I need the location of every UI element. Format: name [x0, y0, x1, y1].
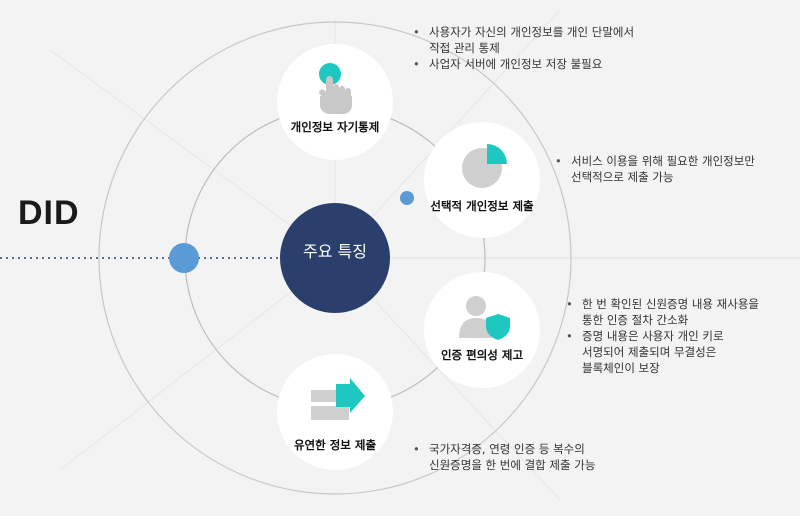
radial-line [59, 257, 336, 471]
center-label: 주요 특징 [303, 242, 367, 261]
list-item: 국가자격증, 연령 인증 등 복수의 신원증명을 한 번에 결합 제출 가능 [411, 441, 691, 473]
bullet-list-self-control: 사용자가 자신의 개인정보를 개인 단말에서 직접 관리 통제 사업자 서버에 … [411, 24, 691, 72]
list-item: 사용자가 자신의 개인정보를 개인 단말에서 직접 관리 통제 [411, 24, 691, 56]
radial-line [49, 49, 336, 259]
bullet-list-selective-submission: 서비스 이용을 위해 필요한 개인정보만 선택적으로 제출 가능 [553, 153, 793, 185]
center-circle [280, 203, 390, 313]
ring-dot-small [400, 191, 414, 205]
user-shield-icon [459, 296, 510, 340]
hand-pointer-icon [319, 63, 352, 114]
list-item: 사업자 서버에 개인정보 저장 불필요 [411, 56, 691, 72]
feature-label-selective-submission: 선택적 개인정보 제출 [430, 199, 534, 213]
arrow-forward-icon [311, 378, 365, 420]
feature-label-flexible-submission: 유연한 정보 제출 [293, 438, 377, 452]
list-item: 서비스 이용을 위해 필요한 개인정보만 선택적으로 제출 가능 [553, 153, 793, 185]
bullet-list-auth-convenience: 한 번 확인된 신원증명 내용 재사용을 통한 인증 절차 간소화 증명 내용은… [564, 296, 794, 376]
ring-dot-large [169, 243, 199, 273]
did-title: DID [18, 194, 80, 232]
feature-label-self-control: 개인정보 자기통제 [290, 120, 380, 134]
list-item: 한 번 확인된 신원증명 내용 재사용을 통한 인증 절차 간소화 [564, 296, 794, 328]
outer-ring [98, 21, 572, 495]
feature-label-auth-convenience: 인증 편의성 제고 [440, 348, 524, 362]
bullet-list-flexible-submission: 국가자격증, 연령 인증 등 복수의 신원증명을 한 번에 결합 제출 가능 [411, 441, 691, 473]
list-item: 증명 내용은 사용자 개인 키로 서명되어 제출되며 무결성은 블록체인이 보장 [564, 328, 794, 376]
pie-chart-icon [462, 144, 507, 188]
